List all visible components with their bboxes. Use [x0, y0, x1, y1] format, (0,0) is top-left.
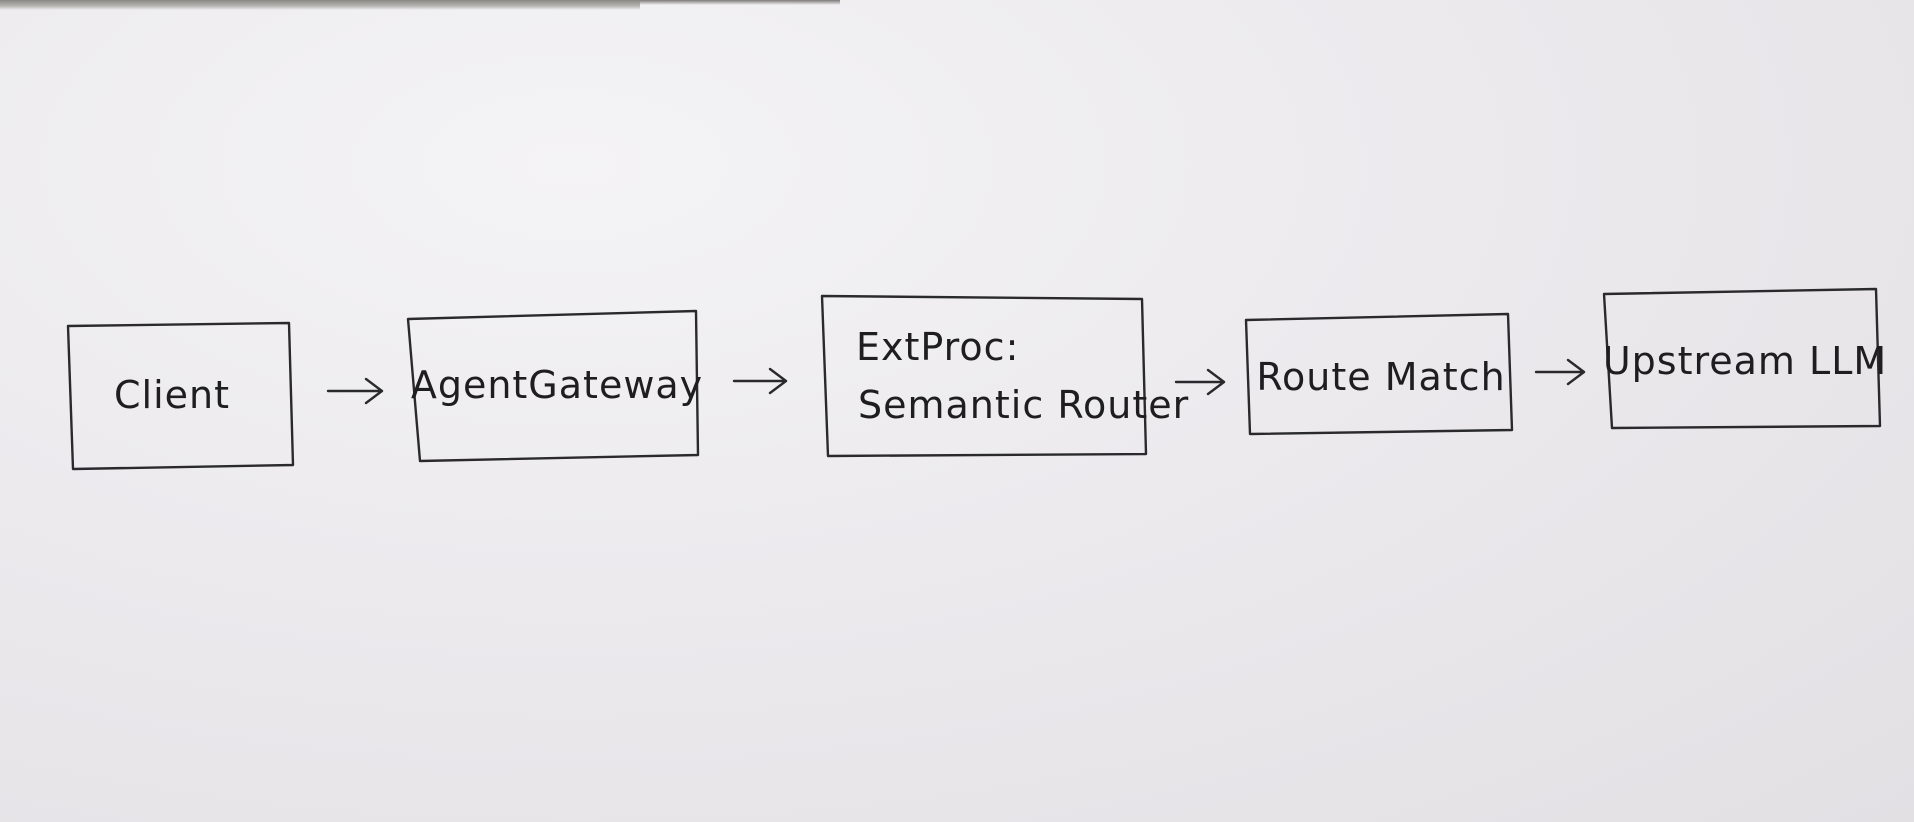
- node-client-box: [66, 321, 295, 471]
- node-route-match-label: Route Match: [1256, 355, 1505, 399]
- arrow-4: [1534, 358, 1586, 386]
- node-upstream-llm-label: Upstream LLM: [1603, 339, 1887, 383]
- edge-extproc-to-route-match: [1174, 368, 1226, 396]
- arrow-1: [326, 377, 384, 405]
- arrow-2: [732, 367, 788, 395]
- table-edge: [0, 0, 640, 10]
- node-route-match: Route Match: [1244, 312, 1514, 436]
- node-extproc-label-line-2: Semantic Router: [858, 383, 1189, 427]
- node-route-match-box: [1244, 312, 1514, 436]
- node-extproc-box: [820, 294, 1148, 458]
- node-agentgateway-label: AgentGateway: [411, 363, 703, 407]
- node-client: Client: [66, 321, 295, 471]
- node-client-label: Client: [114, 373, 230, 417]
- arrow-3: [1174, 368, 1226, 396]
- edge-agentgateway-to-extproc: [732, 367, 788, 395]
- node-upstream-llm: Upstream LLM: [1602, 287, 1887, 430]
- node-upstream-llm-box: [1602, 287, 1882, 430]
- table-edge-shadow: [640, 0, 840, 5]
- node-extproc-label-line-1: ExtProc:: [856, 325, 1019, 369]
- node-extproc: ExtProc: Semantic Router: [820, 294, 1189, 458]
- edge-client-to-agentgateway: [326, 377, 384, 405]
- node-agentgateway-box: [406, 309, 700, 463]
- node-agentgateway: AgentGateway: [406, 309, 703, 463]
- edge-route-match-to-upstream-llm: [1534, 358, 1586, 386]
